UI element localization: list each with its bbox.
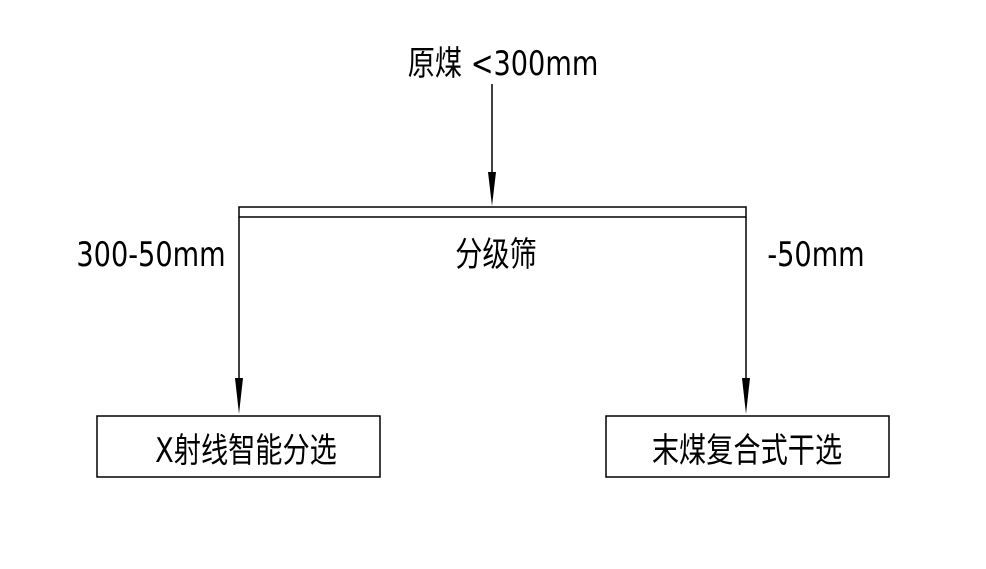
right-size-label: -50mm	[767, 235, 864, 275]
fine-coal-dry-sorting-label: 末煤复合式干选	[652, 431, 842, 471]
fine-coal-dry-sorting-box	[605, 415, 890, 478]
classifying-screen-bar	[238, 206, 747, 218]
right-arrowhead	[742, 378, 750, 414]
raw-coal-label: 原煤 <300mm	[408, 44, 599, 84]
xray-sorting-label: X射线智能分选	[155, 431, 337, 471]
classifying-screen-label: 分级筛	[455, 235, 537, 275]
left-size-label: 300-50mm	[76, 235, 225, 275]
xray-sorting-box	[96, 415, 381, 478]
left-arrowhead	[235, 378, 243, 414]
feed-arrowhead	[488, 172, 496, 206]
